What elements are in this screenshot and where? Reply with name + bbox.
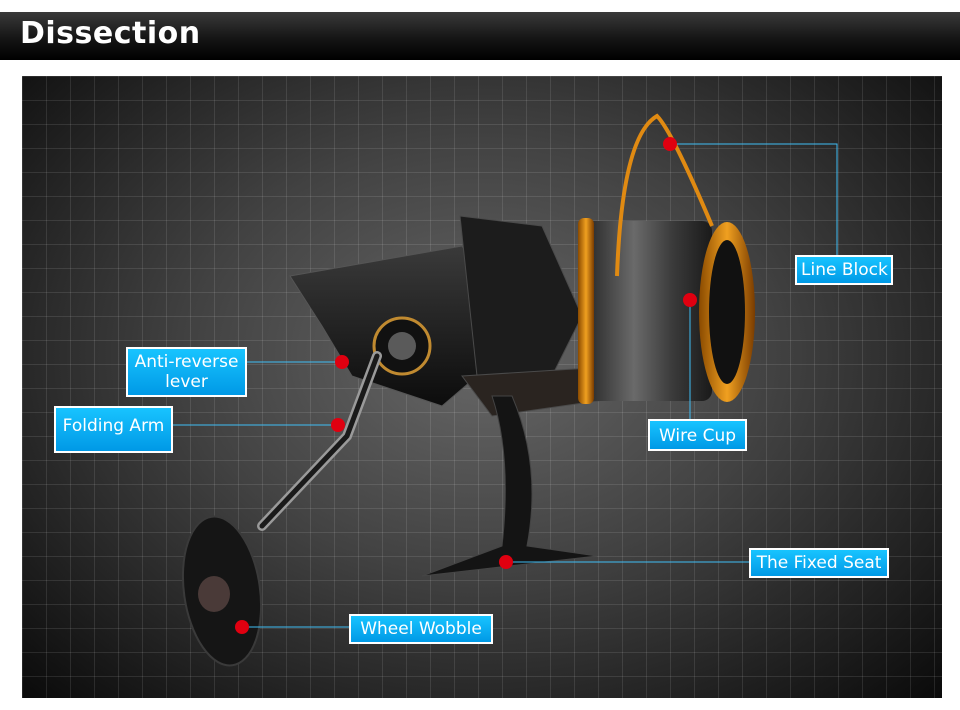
- label-line-block-text: Line Block: [801, 260, 888, 280]
- marker-wire-cup: [683, 293, 697, 307]
- label-anti-reverse-line1: Anti-reverse: [134, 352, 239, 372]
- label-folding-arm: Folding Arm: [54, 406, 173, 453]
- label-anti-reverse-line2: lever: [165, 372, 208, 392]
- marker-dots: [235, 137, 697, 634]
- label-line-block: Line Block: [795, 255, 893, 285]
- marker-line-block: [663, 137, 677, 151]
- label-wire-cup: Wire Cup: [648, 419, 747, 451]
- marker-fixed-seat: [499, 555, 513, 569]
- label-wheel-wobble-text: Wheel Wobble: [360, 619, 482, 639]
- reel-body: [289, 215, 633, 417]
- marker-anti-reverse: [335, 355, 349, 369]
- marker-wheel-wobble: [235, 620, 249, 634]
- reel-foot: [421, 395, 598, 577]
- label-folding-arm-text: Folding Arm: [62, 416, 165, 436]
- reel-illustration: [172, 113, 838, 667]
- diagram-stage: [22, 76, 942, 698]
- label-anti-reverse-lever: Anti-reverse lever: [126, 347, 247, 397]
- header-bar: Dissection: [0, 12, 960, 60]
- marker-folding-arm: [331, 418, 345, 432]
- label-wire-cup-text: Wire Cup: [658, 426, 737, 446]
- label-fixed-seat-text: The Fixed Seat: [756, 553, 882, 573]
- label-fixed-seat: The Fixed Seat: [749, 548, 889, 578]
- label-wheel-wobble: Wheel Wobble: [349, 614, 493, 644]
- crank-arm: [257, 351, 382, 531]
- spool: [578, 218, 755, 404]
- bail-wire: [615, 113, 714, 277]
- page-title: Dissection: [20, 16, 201, 51]
